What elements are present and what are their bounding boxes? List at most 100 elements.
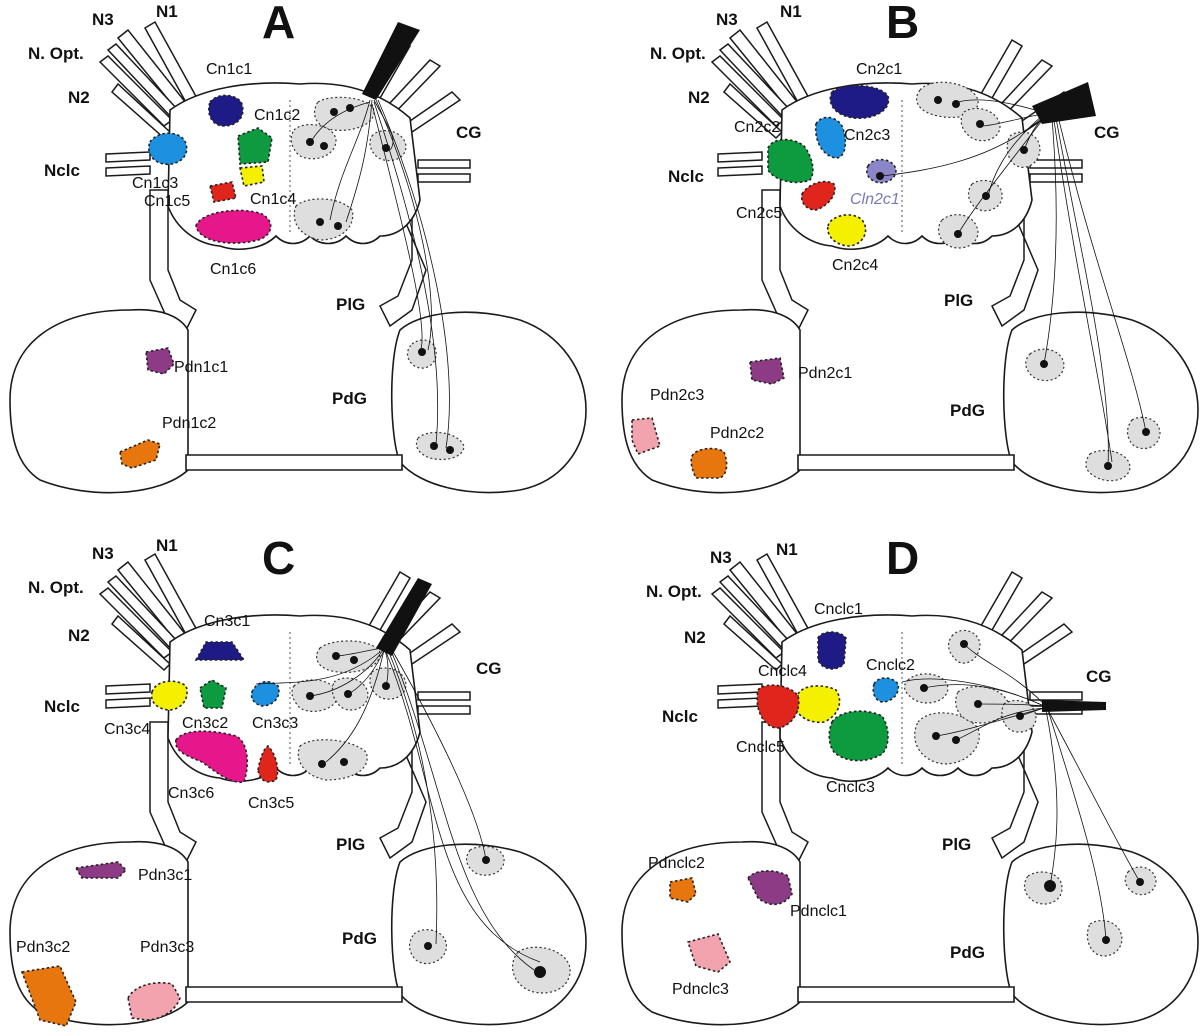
stained-neurons xyxy=(901,629,1157,957)
cell-region-cn3c3 xyxy=(250,680,280,707)
panel-c: C N3 N1 N. Opt. N2 Nclc CG PlG PdG Cn3c1… xyxy=(9,532,587,1027)
cell-region-pdn3c1 xyxy=(74,861,128,879)
cell-label-pdn3c1: Pdn3c1 xyxy=(138,867,192,884)
cell-region-cn1c3 xyxy=(148,132,188,166)
ganglion-label-plg: PlG xyxy=(944,291,973,310)
nerve-label-n2: N2 xyxy=(68,88,90,107)
panel-d: D N3 N1 N. Opt. N2 Nclc CG PlG PdG Cnclc… xyxy=(621,532,1199,1026)
nerve-label-n2: N2 xyxy=(688,88,710,107)
cell-label-pdn2c3: Pdn2c3 xyxy=(650,387,704,404)
cell-label-cn2c4: Cn2c4 xyxy=(832,257,878,274)
cell-label-pdn1c1: Pdn1c1 xyxy=(174,359,228,376)
cell-region-cn3c6 xyxy=(175,730,249,783)
ganglion-label-cg: CG xyxy=(1086,667,1112,686)
cell-label-cnclc5: Cnclc5 xyxy=(736,739,785,756)
cell-region-pdn1c2 xyxy=(119,439,161,469)
stained-neurons xyxy=(255,578,571,994)
nerve-label-n1: N1 xyxy=(776,540,798,559)
cell-region-cn3c1 xyxy=(194,641,246,661)
cell-region-cnclc3 xyxy=(828,710,889,762)
cell-region-cn1c4 xyxy=(239,165,265,187)
cell-region-cn2c1 xyxy=(829,84,890,120)
cell-label-cn1c1: Cn1c1 xyxy=(206,61,252,78)
cell-label-pdn3c2: Pdn3c2 xyxy=(16,939,70,956)
cell-label-pdn2c1: Pdn2c1 xyxy=(798,365,852,382)
cell-label-cn1c5: Cn1c5 xyxy=(144,193,190,210)
cell-label-cn3c6: Cn3c6 xyxy=(168,785,214,802)
cell-region-cn3c5 xyxy=(257,745,279,783)
stained-neurons xyxy=(876,81,1161,482)
cell-region-cln2c1 xyxy=(866,158,897,184)
ganglion-label-plg: PlG xyxy=(336,835,365,854)
nerve-label-n-opt: N. Opt. xyxy=(650,44,706,63)
cell-label-pdnclc1: Pdnclc1 xyxy=(790,903,847,920)
cell-region-cnclc5 xyxy=(756,684,800,729)
cell-label-pdn3c3: Pdn3c3 xyxy=(140,939,194,956)
nerve-label-nclc: Nclc xyxy=(44,697,80,716)
cell-label-cnclc4: Cnclc4 xyxy=(758,663,807,680)
cell-label-cn2c1: Cn2c1 xyxy=(856,61,902,78)
nerve-label-nclc: Nclc xyxy=(662,707,698,726)
cell-label-cn3c2: Cn3c2 xyxy=(182,715,228,732)
nerve-label-n3: N3 xyxy=(92,10,114,29)
cell-region-pdnclc2 xyxy=(669,877,697,903)
cell-region-cn1c6 xyxy=(195,209,272,244)
cell-region-cnclc1 xyxy=(817,631,847,670)
panel-b: B N3 N1 N. Opt. N2 Nclc CG PlG PdG Cn2c1… xyxy=(621,0,1199,494)
nerve-label-n3: N3 xyxy=(92,544,114,563)
nerve-label-nclc: Nclc xyxy=(668,167,704,186)
cell-label-cn3c1: Cn3c1 xyxy=(204,613,250,630)
cell-region-cn3c4 xyxy=(150,680,188,711)
cell-region-cn1c2 xyxy=(237,127,273,165)
cell-label-pdnclc2: Pdnclc2 xyxy=(648,855,705,872)
panel-a: A N3 N1 N. Opt. N2 Nclc CG PlG PdG Cn1c1… xyxy=(9,0,587,494)
cell-label-cn3c3: Cn3c3 xyxy=(252,715,298,732)
cell-label-cn3c5: Cn3c5 xyxy=(248,795,294,812)
cell-label-cn1c4: Cn1c4 xyxy=(250,191,296,208)
cell-label-cln2c1: Cln2c1 xyxy=(850,191,900,208)
cell-label-cn1c3: Cn1c3 xyxy=(132,175,178,192)
panel-letter: D xyxy=(886,532,919,584)
cell-region-pdnclc3 xyxy=(686,933,731,973)
cell-region-pdn1c1 xyxy=(145,347,175,375)
ganglion-label-cg: CG xyxy=(456,123,482,142)
cell-region-cn3c2 xyxy=(199,679,227,709)
ganglion-label-pdg: PdG xyxy=(332,389,367,408)
cell-region-cn2c5 xyxy=(800,180,836,211)
cell-label-cn1c2: Cn1c2 xyxy=(254,107,300,124)
panel-letter: A xyxy=(262,0,295,48)
panel-letter: B xyxy=(886,0,919,48)
ganglion-outline xyxy=(9,553,587,1026)
ganglion-label-plg: PlG xyxy=(942,835,971,854)
cell-region-cn1c1 xyxy=(208,94,244,127)
cell-region-cnclc4 xyxy=(795,685,841,724)
panel-letter: C xyxy=(262,532,295,584)
stained-neurons xyxy=(290,22,465,461)
cell-region-cn1c5 xyxy=(209,181,237,203)
ganglion-label-pdg: PdG xyxy=(950,401,985,420)
nerve-label-n-opt: N. Opt. xyxy=(28,44,84,63)
cell-label-pdn1c2: Pdn1c2 xyxy=(162,415,216,432)
cell-label-cnclc1: Cnclc1 xyxy=(814,601,863,618)
nerve-label-n2: N2 xyxy=(684,628,706,647)
ganglion-label-cg: CG xyxy=(476,659,502,678)
nerve-label-n-opt: N. Opt. xyxy=(646,582,702,601)
cell-label-cn1c6: Cn1c6 xyxy=(210,261,256,278)
cell-region-pdn2c1 xyxy=(749,357,785,385)
nerve-label-n-opt: N. Opt. xyxy=(28,578,84,597)
cell-label-cnclc3: Cnclc3 xyxy=(826,779,875,796)
cell-label-pdn2c2: Pdn2c2 xyxy=(710,425,764,442)
cell-region-cnclc2 xyxy=(872,677,900,703)
nerve-label-n2: N2 xyxy=(68,626,90,645)
cell-label-cn3c4: Cn3c4 xyxy=(104,721,150,738)
cell-region-pdn2c3 xyxy=(631,417,661,456)
cell-label-cn2c3: Cn2c3 xyxy=(844,127,890,144)
nerve-label-nclc: Nclc xyxy=(44,161,80,180)
ganglion-label-pdg: PdG xyxy=(342,929,377,948)
nerve-label-n1: N1 xyxy=(156,536,178,555)
cell-label-cnclc2: Cnclc2 xyxy=(866,657,915,674)
nerve-label-n1: N1 xyxy=(156,2,178,21)
cell-region-pdn3c3 xyxy=(127,982,181,1021)
nerve-label-n3: N3 xyxy=(716,10,738,29)
